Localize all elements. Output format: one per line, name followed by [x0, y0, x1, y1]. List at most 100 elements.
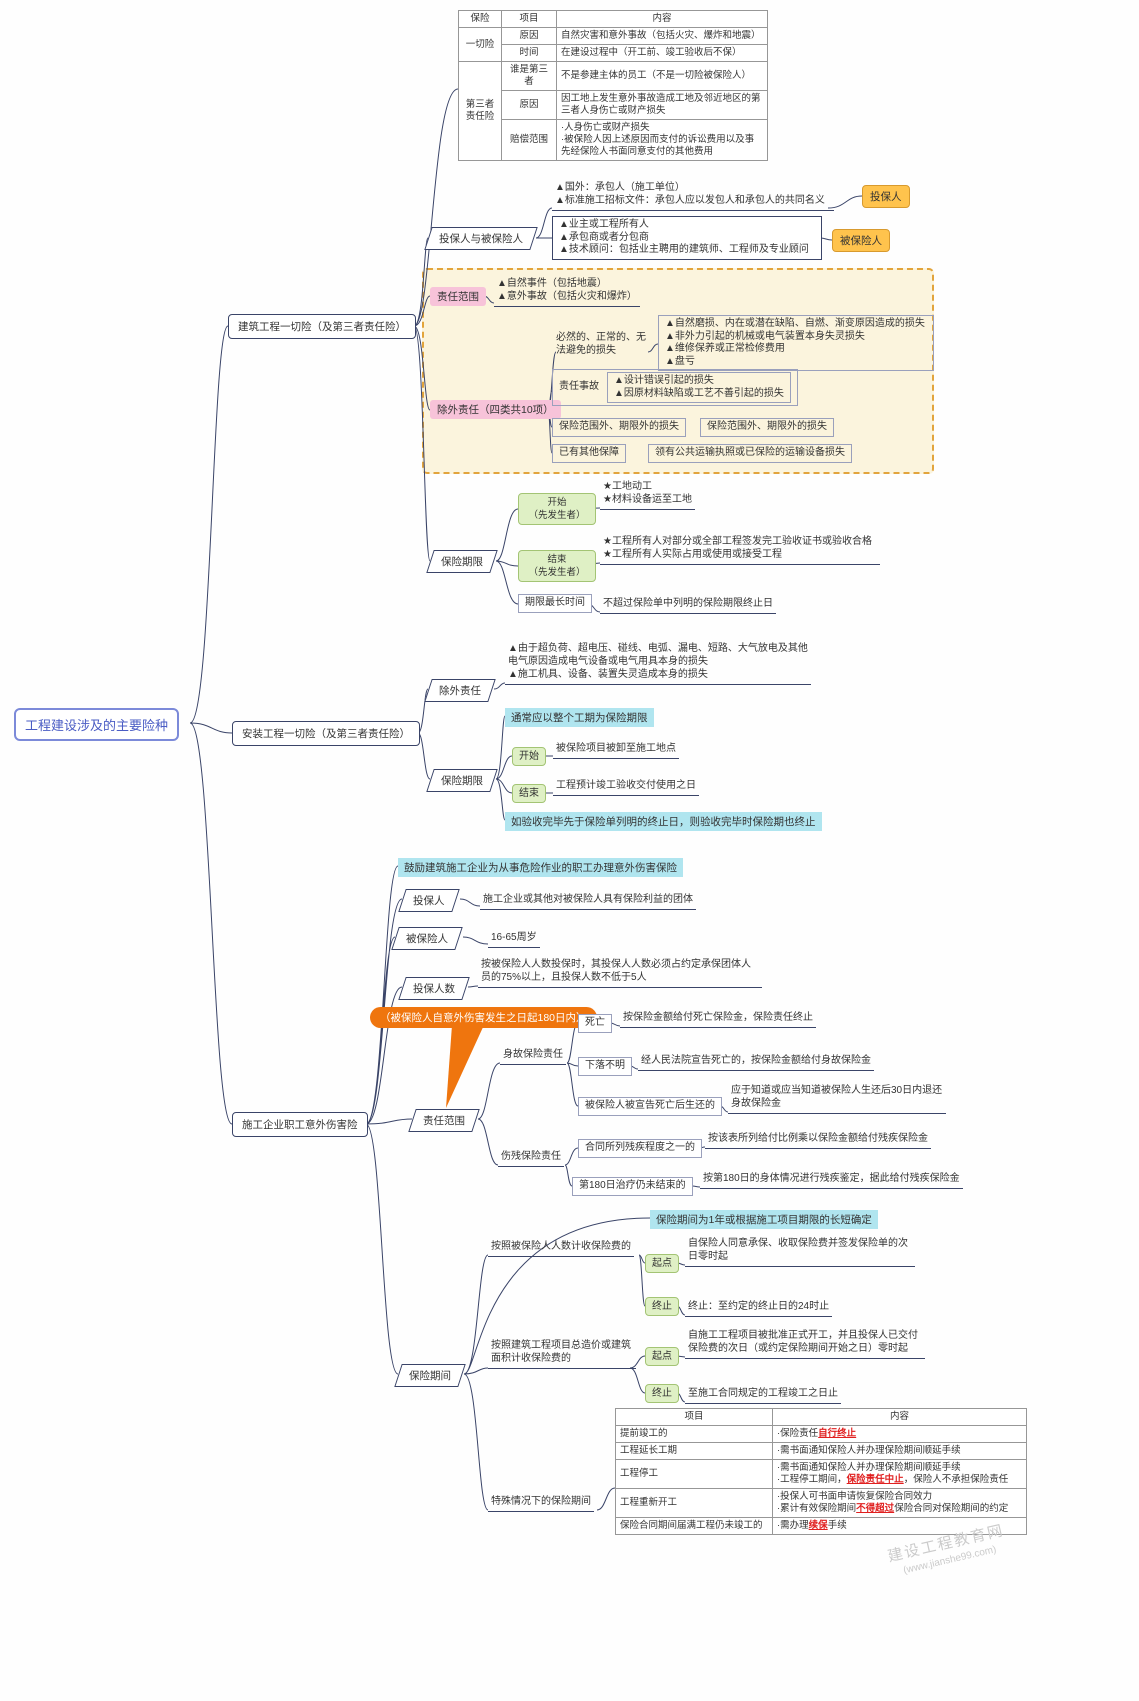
- b3-period-note[interactable]: 保险期间为1年或根据施工项目期限的长短确定: [650, 1210, 878, 1229]
- applicant-topic[interactable]: ▲国外：承包人（施工单位） ▲标准施工招标文件：承包人应以发包人和承包人的共同名…: [552, 180, 834, 211]
- table-cell: 不是参建主体的员工（不是一切险被保险人）: [556, 61, 768, 91]
- special-period-table: 项目 内容 提前竣工的 ·保险责任自行终止 工程延长工期 ·需书面通知保险人并办…: [615, 1408, 1027, 1535]
- disability-case1-node[interactable]: 合同所列残疾程度之一的: [578, 1139, 702, 1158]
- watermark-url: (www.jianshe99.com): [902, 1544, 998, 1577]
- b2-exclusions-content[interactable]: ▲由于超负荷、超电压、碰线、电弧、漏电、短路、大气放电及其他电气原因造成电气设备…: [505, 641, 811, 685]
- b3-scope-callout[interactable]: （被保险人自意外伤害发生之日起180日内）: [370, 1007, 597, 1028]
- parties-node[interactable]: 投保人与被保险人: [424, 227, 538, 250]
- b2-period-start[interactable]: 开始: [512, 747, 546, 766]
- b3-period-node[interactable]: 保险期间: [394, 1364, 466, 1387]
- table-cell: 第三者责任险: [458, 61, 502, 161]
- liability-scope-label[interactable]: 责任范围: [430, 287, 486, 306]
- disability-liability-label[interactable]: 伤残保险责任: [498, 1149, 564, 1167]
- bc-end[interactable]: 终止: [645, 1297, 679, 1316]
- by-value-label[interactable]: 按照建筑工程项目总造价或建筑面积计收保险费的: [488, 1338, 636, 1369]
- applicant-badge[interactable]: 投保人: [862, 185, 910, 208]
- b2-period-start-content[interactable]: 被保险项目被卸至施工地点: [553, 741, 679, 759]
- table-cell: 时间: [501, 44, 557, 62]
- b2-period-end[interactable]: 结束: [512, 784, 546, 803]
- disability-case2-content[interactable]: 按第180日的身体情况进行残疾鉴定，据此给付残疾保险金: [700, 1171, 963, 1189]
- exclusion-cat2-box[interactable]: 责任事故 ▲设计错误引起的损失 ▲因原材料缺陷或工艺不善引起的损失: [552, 369, 798, 406]
- b1-period-max-content[interactable]: 不超过保险单中列明的保险期限终止日: [600, 596, 776, 614]
- table-cell: 赔偿范围: [501, 119, 557, 161]
- b3-insured-content[interactable]: 16-65周岁: [488, 930, 540, 948]
- table-cell: 工程重新开工: [615, 1488, 773, 1518]
- table-cell: 因工地上发生意外事故造成工地及邻近地区的第三者人身伤亡或财产损失: [556, 90, 768, 120]
- b3-insured-node[interactable]: 被保险人: [391, 927, 463, 950]
- b1-period-node[interactable]: 保险期限: [426, 550, 498, 573]
- b2-period-note-top[interactable]: 通常应以整个工期为保险期限: [505, 708, 654, 727]
- table-header-cell: 保险: [458, 10, 502, 28]
- insured-topic[interactable]: ▲业主或工程所有人 ▲承包商或者分包商 ▲技术顾问：包括业主聘用的建筑师、工程师…: [552, 216, 822, 260]
- liability-scope-content[interactable]: ▲自然事件（包括地震） ▲意外事故（包括火灾和爆炸）: [494, 276, 640, 307]
- insured-badge[interactable]: 被保险人: [832, 229, 890, 252]
- b2-period-node[interactable]: 保险期限: [426, 769, 498, 792]
- b1-period-start[interactable]: 开始 （先发生者）: [518, 493, 596, 525]
- exclusion-cat1-items[interactable]: ▲自然磨损、内在或潜在缺陷、自燃、渐变原因造成的损失 ▲非外力引起的机械或电气装…: [658, 315, 934, 371]
- b2-exclusions-node[interactable]: 除外责任: [424, 679, 496, 702]
- exclusions-label[interactable]: 除外责任（四类共10项）: [430, 400, 561, 419]
- b1-period-end[interactable]: 结束 （先发生者）: [518, 550, 596, 582]
- b3-count-content[interactable]: 按被保险人人数投保时，其投保人人数必须占约定承保团体人员的75%以上，且投保人数…: [478, 957, 762, 988]
- table-cell: 原因: [501, 27, 557, 45]
- root-topic[interactable]: 工程建设涉及的主要险种: [14, 708, 180, 741]
- bv-start[interactable]: 起点: [645, 1347, 679, 1366]
- table-cell: ·需书面通知保险人并办理保险期间顺延手续 ·工程停工期间，保险责任中止，保险人不…: [772, 1459, 1027, 1489]
- bc-start[interactable]: 起点: [645, 1254, 679, 1273]
- exclusion-cat3-left[interactable]: 保险范围外、期限外的损失: [552, 418, 686, 437]
- all-risks-table: 保险 项目 内容 一切险 原因 自然灾害和意外事故（包括火灾、爆炸和地震） 时间…: [458, 10, 768, 161]
- exclusion-cat1-label[interactable]: 必然的、正常的、无法避免的损失: [556, 332, 646, 356]
- death-case1-node[interactable]: 死亡: [578, 1014, 612, 1033]
- death-liability-label[interactable]: 身故保险责任: [500, 1047, 566, 1065]
- table-cell: ·投保人可书面申请恢复保险合同效力 ·累计有效保险期间不得超过保险合同对保险期间…: [772, 1488, 1027, 1518]
- exclusion-cat4-left[interactable]: 已有其他保障: [552, 444, 626, 463]
- table-cell: 保险合同期间届满工程仍未竣工的: [615, 1517, 773, 1535]
- death-case2-node[interactable]: 下落不明: [578, 1057, 632, 1076]
- table-header-cell: 项目: [501, 10, 557, 28]
- exclusion-cat2-items: ▲设计错误引起的损失 ▲因原材料缺陷或工艺不善引起的损失: [607, 372, 791, 403]
- death-case2-content[interactable]: 经人民法院宣告死亡的，按保险金额给付身故保险金: [638, 1053, 874, 1071]
- disability-case2-node[interactable]: 第180日治疗仍未结束的: [572, 1177, 693, 1196]
- disability-case1-content[interactable]: 按该表所列给付比例乘以保险金额给付残疾保险金: [705, 1131, 931, 1149]
- exclusion-cat3-right[interactable]: 保险范围外、期限外的损失: [700, 418, 834, 437]
- b2-period-note-bottom[interactable]: 如验收完毕先于保险单列明的终止日，则验收完毕时保险期也终止: [505, 812, 822, 831]
- table-cell: 工程停工: [615, 1459, 773, 1489]
- callout-tail: [446, 1025, 484, 1108]
- table-cell: 自然灾害和意外事故（包括火灾、爆炸和地震）: [556, 27, 768, 45]
- death-case3-content[interactable]: 应于知道或应当知道被保险人生还后30日内退还身故保险金: [728, 1083, 946, 1114]
- bc-start-content[interactable]: 自保险人同意承保、收取保险费并签发保险单的次日零时起: [685, 1236, 915, 1267]
- b1-period-start-content[interactable]: ★工地动工 ★材料设备运至工地: [600, 479, 695, 510]
- table-cell: 一切险: [458, 27, 502, 62]
- exclusion-cat4-right[interactable]: 领有公共运输执照或已保险的运输设备损失: [648, 444, 852, 463]
- b3-scope-node[interactable]: 责任范围: [408, 1109, 480, 1132]
- b3-count-node[interactable]: 投保人数: [398, 977, 470, 1000]
- death-case3-node[interactable]: 被保险人被宣告死亡后生还的: [578, 1097, 722, 1116]
- death-case1-content[interactable]: 按保险金额给付死亡保险金，保险责任终止: [620, 1010, 816, 1028]
- table-cell: 在建设过程中（开工前、竣工验收后不保）: [556, 44, 768, 62]
- bv-end[interactable]: 终止: [645, 1384, 679, 1403]
- b3-applicant-content[interactable]: 施工企业或其他对被保险人具有保险利益的团体: [480, 892, 696, 910]
- b3-applicant-node[interactable]: 投保人: [398, 889, 460, 912]
- table-header-cell: 内容: [556, 10, 768, 28]
- table-cell: 工程延长工期: [615, 1442, 773, 1460]
- table-cell: ·人身伤亡或财产损失 ·被保险人因上述原因而支付的诉讼费用以及事先经保险人书面同…: [556, 119, 768, 161]
- bv-end-content[interactable]: 至施工合同规定的工程竣工之日止: [685, 1386, 841, 1404]
- exclusion-cat2-label: 责任事故: [559, 381, 599, 393]
- branch-construction-all-risks[interactable]: 建筑工程一切险（及第三者责任险）: [228, 314, 416, 339]
- b1-period-end-content[interactable]: ★工程所有人对部分或全部工程签发完工验收证书或验收合格 ★工程所有人实际占用或使…: [600, 534, 880, 565]
- table-header-cell: 内容: [772, 1408, 1027, 1426]
- b1-period-max-label[interactable]: 期限最长时间: [518, 594, 592, 613]
- branch-erection-all-risks[interactable]: 安装工程一切险（及第三者责任险）: [232, 721, 420, 746]
- table-header-cell: 项目: [615, 1408, 773, 1426]
- bv-start-content[interactable]: 自施工工程项目被批准正式开工，并且投保人已交付保险费的次日（或约定保险期间开始之…: [685, 1328, 925, 1359]
- table-cell: 提前竣工的: [615, 1425, 773, 1443]
- by-count-label[interactable]: 按照被保险人人数计收保险费的: [488, 1239, 634, 1257]
- branch-worker-accident[interactable]: 施工企业职工意外伤害险: [232, 1112, 368, 1137]
- b2-period-end-content[interactable]: 工程预计竣工验收交付使用之日: [553, 778, 699, 796]
- b3-note[interactable]: 鼓励建筑施工企业为从事危险作业的职工办理意外伤害保险: [398, 858, 683, 877]
- table-cell: 谁是第三者: [501, 61, 557, 91]
- table-cell: ·需办理续保手续: [772, 1517, 1027, 1535]
- special-period-label[interactable]: 特殊情况下的保险期间: [488, 1494, 594, 1512]
- bc-end-content[interactable]: 终止：至约定的终止日的24时止: [685, 1299, 833, 1317]
